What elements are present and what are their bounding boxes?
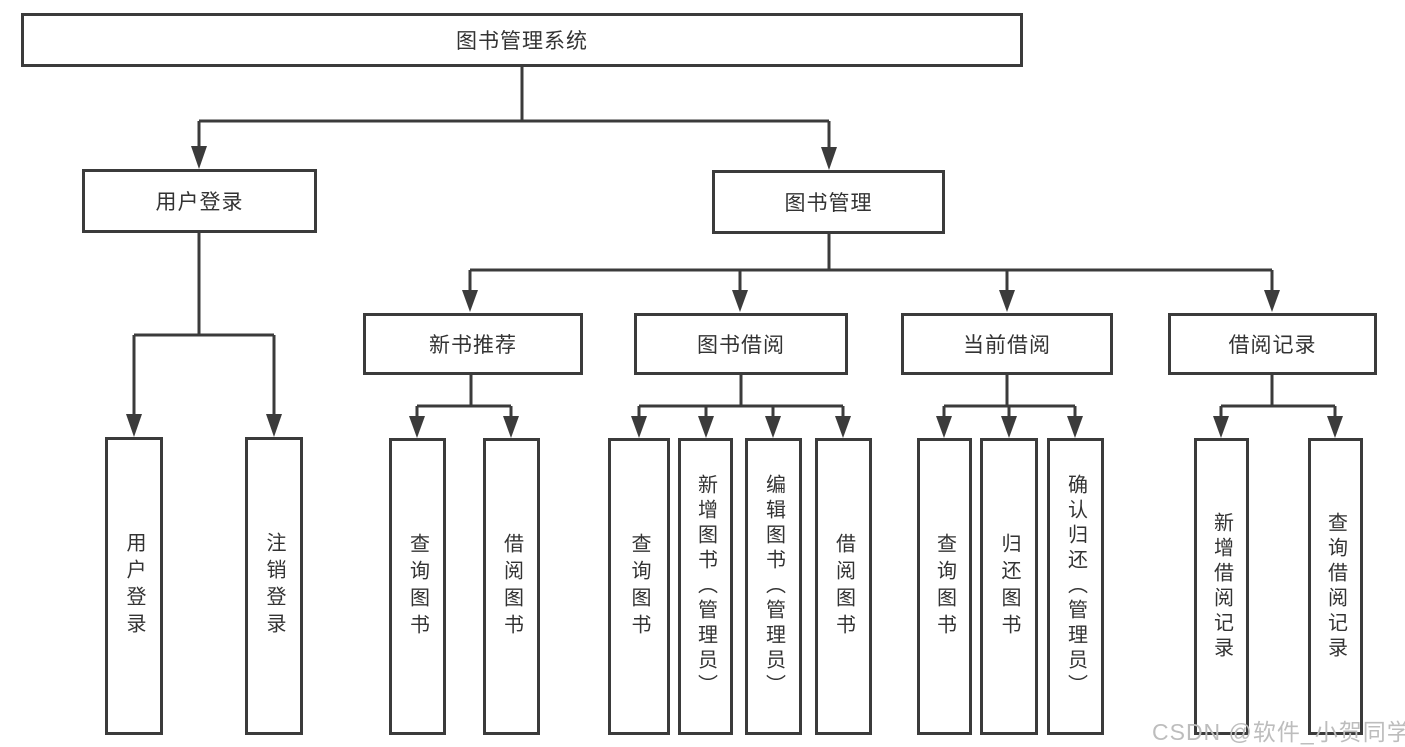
node-current-borrowing: 当前借阅 <box>901 313 1113 375</box>
node-label: 借阅图书 <box>832 532 855 641</box>
node-label: 当前借阅 <box>963 334 1051 357</box>
node-label: 查询图书 <box>628 532 650 641</box>
node-label: 用户登录 <box>155 191 244 214</box>
node-label: 借阅图书 <box>500 532 523 641</box>
node-new-book-recommendation: 新书推荐 <box>363 313 583 375</box>
leaf-bb-edit-books-admin: 编辑图书（管理员） <box>745 438 802 735</box>
leaf-user-login: 用户登录 <box>105 437 163 735</box>
leaf-bb-query-books: 查询图书 <box>608 438 670 735</box>
watermark-csdn: CSDN @软件_小贺同学 <box>1152 719 1405 745</box>
node-label: 图书管理 <box>784 192 873 215</box>
leaf-bb-add-books-admin: 新增图书（管理员） <box>678 438 733 735</box>
node-label: 确认归还（管理员） <box>1064 474 1087 699</box>
node-user-login: 用户登录 <box>82 169 317 233</box>
node-label: 查询图书 <box>933 532 956 641</box>
node-book-borrowing: 图书借阅 <box>634 313 848 375</box>
leaf-nb-query-books: 查询图书 <box>389 438 446 735</box>
leaf-cb-confirm-return-admin: 确认归还（管理员） <box>1047 438 1104 735</box>
node-label: 新增借阅记录 <box>1210 511 1233 662</box>
node-borrowing-records: 借阅记录 <box>1168 313 1377 375</box>
node-label: 图书借阅 <box>697 334 785 357</box>
node-book-management: 图书管理 <box>712 170 945 234</box>
leaf-br-query-borrow-record: 查询借阅记录 <box>1308 438 1363 735</box>
node-label: 借阅记录 <box>1228 334 1317 357</box>
leaf-br-add-borrow-record: 新增借阅记录 <box>1194 438 1249 735</box>
leaf-nb-borrow-books: 借阅图书 <box>483 438 540 735</box>
node-label: 查询借阅记录 <box>1324 511 1347 662</box>
leaf-bb-borrow-books: 借阅图书 <box>815 438 872 735</box>
node-label: 归还图书 <box>998 532 1020 641</box>
node-label: 用户登录 <box>123 532 145 640</box>
leaf-logout: 注销登录 <box>245 437 303 735</box>
node-label: 注销登录 <box>263 532 285 640</box>
leaf-cb-query-books: 查询图书 <box>917 438 972 735</box>
node-library-management-system: 图书管理系统 <box>21 13 1023 67</box>
node-label: 新增图书（管理员） <box>694 474 717 699</box>
node-label: 查询图书 <box>406 532 429 641</box>
leaf-cb-return-books: 归还图书 <box>980 438 1038 735</box>
node-label: 图书管理系统 <box>456 30 588 53</box>
node-label: 编辑图书（管理员） <box>762 474 785 699</box>
node-label: 新书推荐 <box>429 334 517 357</box>
